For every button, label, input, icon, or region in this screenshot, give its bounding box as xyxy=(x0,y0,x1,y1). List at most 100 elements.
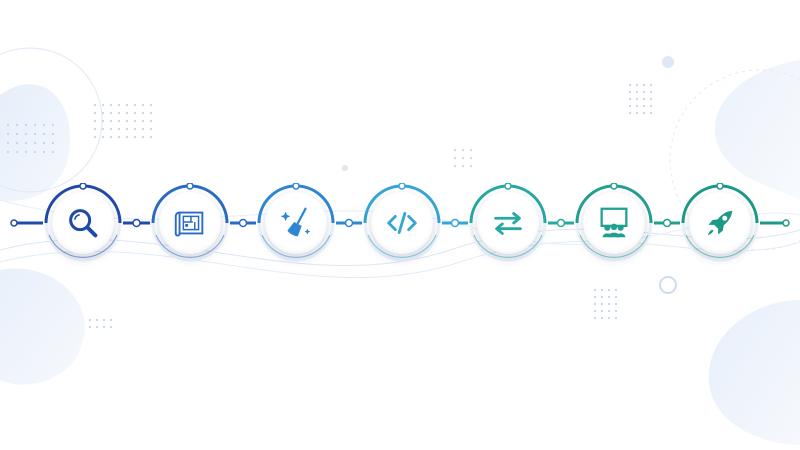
decor-dot xyxy=(6,123,10,127)
decor-dot xyxy=(593,288,597,292)
decor-dot xyxy=(593,302,597,306)
magnifying-glass-icon xyxy=(64,204,102,242)
decor-dot xyxy=(125,119,129,123)
decor-dot xyxy=(469,148,473,152)
decor-dot xyxy=(453,148,457,152)
decor-dot xyxy=(51,132,55,136)
connector-node xyxy=(238,218,248,228)
decor-dot xyxy=(628,83,632,87)
decor-dot xyxy=(125,135,129,139)
decor-dot xyxy=(649,104,653,108)
decor-dot xyxy=(33,123,37,127)
decor-dot xyxy=(93,103,97,107)
decor-dot xyxy=(24,141,28,145)
decor-dot xyxy=(593,316,597,320)
decor-dot xyxy=(607,295,611,299)
decor-dot xyxy=(593,309,597,313)
broom-sparkles-icon xyxy=(277,204,315,242)
decor-dot xyxy=(6,132,10,136)
decor-dot xyxy=(15,150,19,154)
decor-dot xyxy=(461,148,465,152)
connector-node xyxy=(556,218,566,228)
timeline-step-1 xyxy=(43,183,123,263)
decor-dot xyxy=(635,97,639,101)
decor-dot-right xyxy=(662,56,674,68)
decor-dot xyxy=(6,150,10,154)
connector-start-node xyxy=(10,219,18,227)
decor-dot xyxy=(101,135,105,139)
decor-dot xyxy=(24,150,28,154)
decor-dot xyxy=(642,97,646,101)
decor-dot xyxy=(93,127,97,131)
connector-node xyxy=(344,218,354,228)
timeline-step-2 xyxy=(150,183,230,263)
rocket-icon xyxy=(701,204,739,242)
decor-dot xyxy=(42,141,46,145)
decor-dot xyxy=(628,97,632,101)
decor-dot xyxy=(453,156,457,160)
decor-dot xyxy=(149,135,153,139)
decor-dot xyxy=(614,309,618,313)
decor-dot xyxy=(133,111,137,115)
step-disc xyxy=(689,192,751,254)
decor-dot xyxy=(125,103,129,107)
blueprint-icon xyxy=(171,204,209,242)
decor-dot xyxy=(593,295,597,299)
decor-dot xyxy=(461,164,465,168)
decor-dot xyxy=(117,119,121,123)
decor-dot xyxy=(141,119,145,123)
decor-dot xyxy=(469,164,473,168)
decor-dot xyxy=(628,104,632,108)
decor-dot xyxy=(109,127,113,131)
decor-dot xyxy=(642,90,646,94)
decor-dot xyxy=(141,127,145,131)
decor-dot xyxy=(33,132,37,136)
decor-dot xyxy=(614,302,618,306)
step-ring xyxy=(469,183,547,262)
decor-blob-left-bottom xyxy=(0,268,85,385)
decor-dot xyxy=(88,318,92,322)
connector-node xyxy=(662,218,672,228)
decor-dot xyxy=(133,119,137,123)
decor-dot xyxy=(24,123,28,127)
decor-dot xyxy=(133,127,137,131)
connector-end-node xyxy=(782,219,790,227)
decor-dot xyxy=(42,123,46,127)
decor-dot xyxy=(453,164,457,168)
decor-dot xyxy=(600,316,604,320)
decor-dot xyxy=(117,127,121,131)
step-ring xyxy=(151,183,229,262)
decor-dot xyxy=(109,103,113,107)
decor-dot xyxy=(101,103,105,107)
connector-node xyxy=(132,218,141,228)
decor-dot xyxy=(117,135,121,139)
decor-dot xyxy=(15,132,19,136)
decor-dot xyxy=(628,90,632,94)
decor-dot xyxy=(149,119,153,123)
decor-dot xyxy=(102,318,106,322)
presentation-audience-icon xyxy=(595,204,633,242)
decor-dot xyxy=(614,316,618,320)
decor-ring-left xyxy=(0,47,103,193)
decor-dot xyxy=(95,318,99,322)
decor-dot xyxy=(101,111,105,115)
decor-dot xyxy=(117,103,121,107)
decor-dot xyxy=(51,123,55,127)
decor-dot xyxy=(635,90,639,94)
decor-dot xyxy=(15,123,19,127)
decor-dot xyxy=(600,302,604,306)
connector-node xyxy=(450,218,460,228)
swap-arrows-icon xyxy=(489,204,527,242)
decor-dot-grids xyxy=(6,83,653,329)
decor-dot xyxy=(607,302,611,306)
decor-dot xyxy=(642,111,646,115)
decor-dot xyxy=(141,111,145,115)
decor-dot xyxy=(6,141,10,145)
decor-dot xyxy=(600,309,604,313)
timeline-step-7 xyxy=(680,183,760,263)
timeline-step-5 xyxy=(468,183,548,263)
decor-dot xyxy=(33,141,37,145)
decor-dot xyxy=(102,325,106,329)
